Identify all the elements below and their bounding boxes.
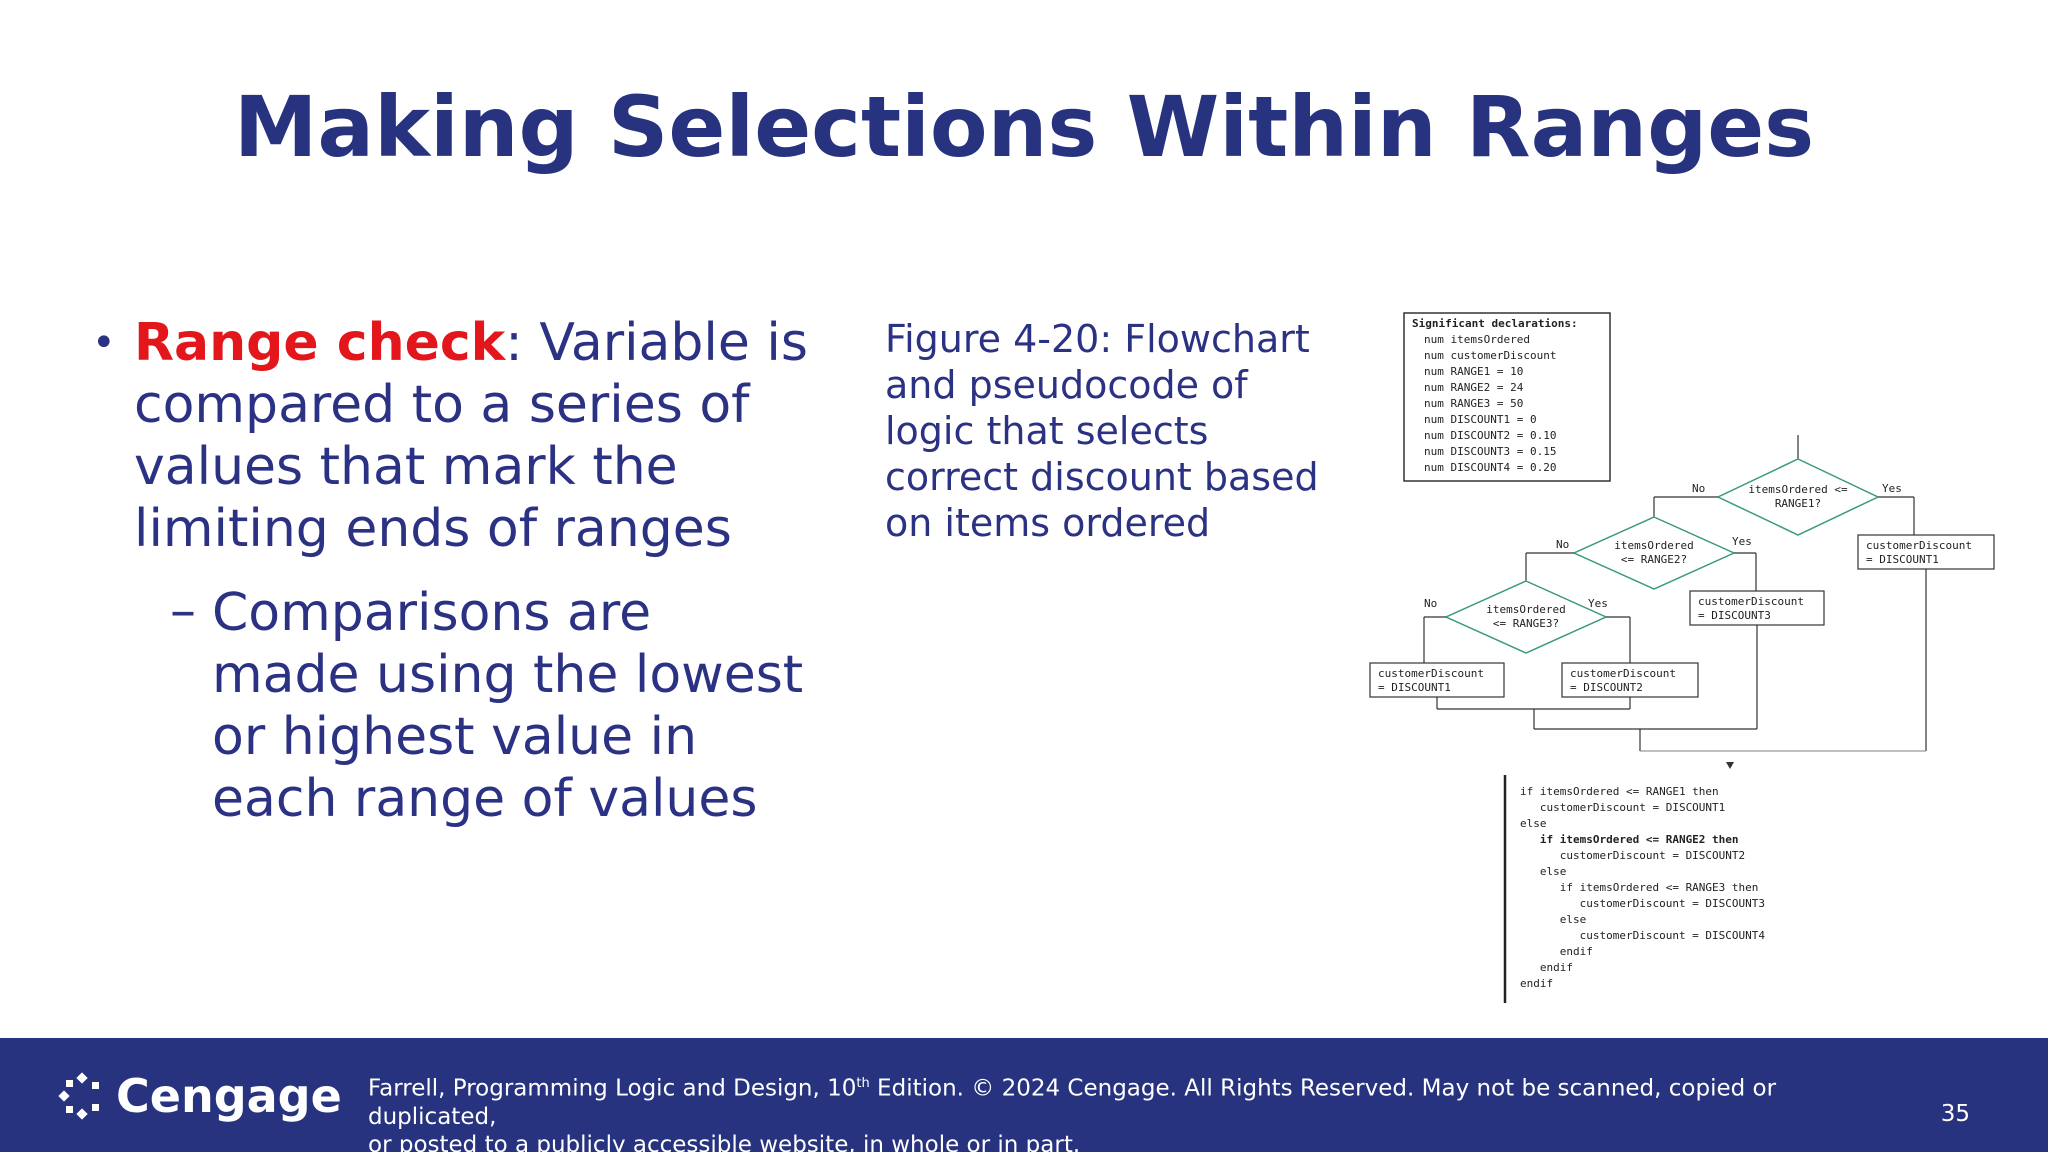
diamond-text: itemsOrdered [1486, 603, 1565, 616]
range-check-term: Range check [134, 313, 506, 373]
yes-label: Yes [1588, 597, 1608, 610]
svg-text:= DISCOUNT1: = DISCOUNT1 [1378, 681, 1451, 694]
declaration-line: num itemsOrdered [1424, 333, 1530, 346]
svg-text:= DISCOUNT3: = DISCOUNT3 [1698, 609, 1771, 622]
sub-bullet-item: – Comparisons are made using the lowest … [92, 581, 812, 830]
process-box-d1: customerDiscount = DISCOUNT1 [1857, 534, 1995, 570]
svg-text:customerDiscount: customerDiscount [1698, 595, 1804, 608]
pseudocode-block: if itemsOrdered <= RANGE1 then customerD… [1503, 775, 1765, 1003]
copyright-sup: th [856, 1076, 870, 1091]
pseudocode-line: endif [1520, 961, 1573, 974]
slide-title: Making Selections Within Ranges [233, 78, 1815, 176]
decision-diamond-3: itemsOrdered <= RANGE3? [1444, 580, 1608, 654]
bullet-text: : Variable is compared to a series of va… [134, 313, 808, 559]
cengage-logo-icon [58, 1072, 99, 1120]
yes-label: Yes [1732, 535, 1752, 548]
pseudocode-line: customerDiscount = DISCOUNT3 [1520, 897, 1765, 910]
declarations-title: Significant declarations: [1412, 317, 1578, 330]
process-box-d4: customerDiscount = DISCOUNT1 [1369, 662, 1505, 698]
svg-text:= DISCOUNT1: = DISCOUNT1 [1866, 553, 1939, 566]
yes-label: Yes [1882, 482, 1902, 495]
declaration-line: num RANGE2 = 24 [1424, 381, 1524, 394]
pseudocode-line: else [1520, 817, 1547, 830]
copyright-text: Farrell, Programming Logic and Design, 1… [368, 1070, 1868, 1159]
pseudocode-line: endif [1520, 945, 1593, 958]
bullet-item: • Range check: Variable is compared to a… [92, 312, 812, 560]
declaration-line: num RANGE1 = 10 [1424, 365, 1523, 378]
diamond-text: itemsOrdered <= [1748, 483, 1848, 496]
figure-caption: Figure 4-20: Flowchart and pseudocode of… [885, 317, 1319, 545]
bullet-dot-icon: • [92, 320, 116, 366]
declaration-line: num RANGE3 = 50 [1424, 397, 1523, 410]
process-box-d2: customerDiscount = DISCOUNT3 [1689, 590, 1825, 626]
declaration-line: num DISCOUNT4 = 0.20 [1424, 461, 1556, 474]
declarations-box: Significant declarations: num itemsOrder… [1403, 312, 1611, 482]
pseudocode-line: if itemsOrdered <= RANGE3 then [1520, 881, 1758, 894]
cengage-logo: Cengage [58, 1068, 342, 1124]
dash-icon: – [170, 581, 196, 641]
decision-diamond-2: itemsOrdered <= RANGE2? [1572, 516, 1736, 590]
pseudocode-line: customerDiscount = DISCOUNT1 [1520, 801, 1725, 814]
logo-text: Cengage [116, 1069, 342, 1123]
copyright-line2: or posted to a publicly accessible websi… [368, 1131, 1081, 1158]
footer-bar: Cengage Farrell, Programming Logic and D… [0, 1038, 2048, 1158]
copyright-part2: Edition. © 2024 Cengage. All Rights Rese… [368, 1075, 1777, 1130]
pseudocode-line: if itemsOrdered <= RANGE2 then [1520, 833, 1739, 846]
pseudocode-line: else [1520, 865, 1566, 878]
declaration-line: num DISCOUNT1 = 0 [1424, 413, 1537, 426]
pseudocode-line: customerDiscount = DISCOUNT2 [1520, 849, 1745, 862]
svg-text:customerDiscount: customerDiscount [1378, 667, 1484, 680]
decision-diamond-1: itemsOrdered <= RANGE1? [1716, 458, 1880, 536]
pseudocode-line: endif [1520, 977, 1553, 990]
pseudocode-line: else [1520, 913, 1586, 926]
no-label: No [1424, 597, 1437, 610]
declaration-line: num customerDiscount [1424, 349, 1556, 362]
sub-bullet-text: Comparisons are made using the lowest or… [212, 583, 804, 829]
process-box-d3: customerDiscount = DISCOUNT2 [1561, 662, 1699, 698]
svg-text:customerDiscount: customerDiscount [1866, 539, 1972, 552]
flowchart-figure: Significant declarations: num itemsOrder… [1360, 305, 2000, 1010]
no-label: No [1556, 538, 1569, 551]
page-number: 35 [1940, 1101, 1970, 1127]
pseudocode-line: customerDiscount = DISCOUNT4 [1520, 929, 1765, 942]
pseudocode-line: if itemsOrdered <= RANGE1 then [1520, 785, 1719, 798]
svg-text:customerDiscount: customerDiscount [1570, 667, 1676, 680]
no-label: No [1692, 482, 1705, 495]
diamond-text: <= RANGE2? [1621, 553, 1687, 566]
bullet-list: • Range check: Variable is compared to a… [92, 312, 812, 830]
svg-text:= DISCOUNT2: = DISCOUNT2 [1570, 681, 1643, 694]
diamond-text: <= RANGE3? [1493, 617, 1559, 630]
copyright-part1: Farrell, Programming Logic and Design, 1… [368, 1075, 857, 1102]
declaration-line: num DISCOUNT3 = 0.15 [1424, 445, 1556, 458]
declaration-line: num DISCOUNT2 = 0.10 [1424, 429, 1556, 442]
diamond-text: itemsOrdered [1614, 539, 1693, 552]
diamond-text: RANGE1? [1775, 497, 1821, 510]
